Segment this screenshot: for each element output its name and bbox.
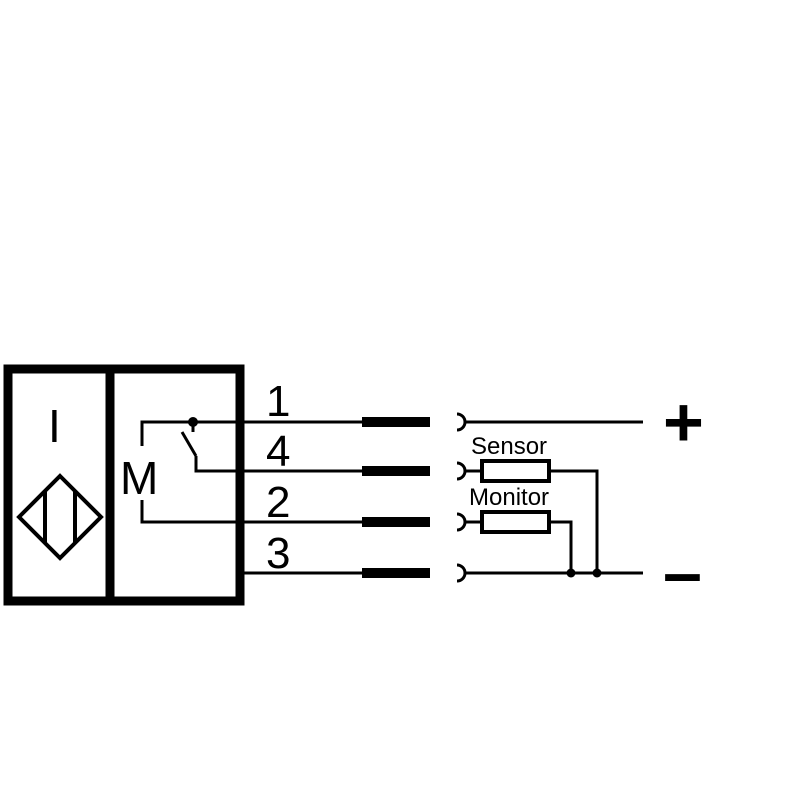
connector-pins <box>362 417 430 578</box>
minus-terminal-label: – <box>663 533 702 611</box>
switch-type-label: M <box>120 452 158 504</box>
monitor-label: Monitor <box>469 484 549 511</box>
pin-label-4: 4 <box>266 427 290 476</box>
external-wiring <box>465 420 643 575</box>
sensor-label: Sensor <box>471 433 547 460</box>
inductive-sensor-icon <box>16 473 104 561</box>
output-type-label: I <box>48 400 61 452</box>
pin-label-3: 3 <box>266 529 290 578</box>
sensor-resistor <box>480 459 551 483</box>
pin-wires <box>240 420 362 575</box>
pin-label-2: 2 <box>266 478 290 527</box>
switch-contact-icon <box>140 417 240 524</box>
sensor-housing <box>3 364 245 606</box>
pin-label-1: 1 <box>266 377 290 426</box>
connector-sockets <box>456 412 467 583</box>
monitor-resistor <box>480 510 551 534</box>
plus-terminal-label: + <box>663 383 704 461</box>
junction-node <box>566 568 576 578</box>
junction-node <box>592 568 602 578</box>
